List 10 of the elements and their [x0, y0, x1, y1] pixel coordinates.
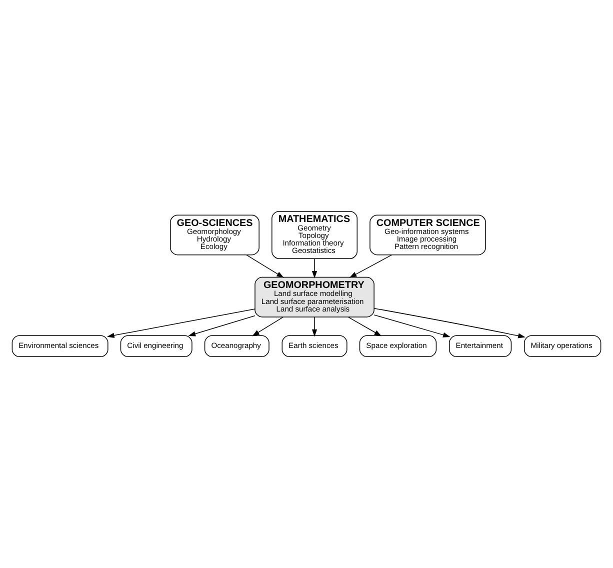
arrow: [374, 314, 450, 338]
arrow: [312, 316, 318, 337]
arrow: [246, 254, 284, 278]
arrow: [348, 316, 382, 336]
arrow: [312, 258, 318, 278]
arrow: [252, 316, 284, 336]
arrow: [106, 308, 256, 338]
arrow: [349, 254, 392, 278]
arrow: [374, 308, 526, 338]
arrow: [188, 315, 256, 336]
